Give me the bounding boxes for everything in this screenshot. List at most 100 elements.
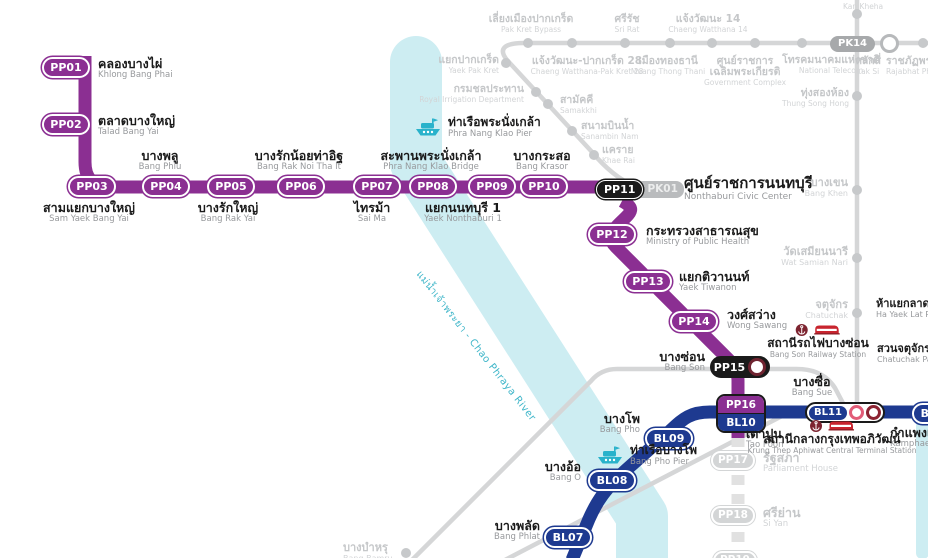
station-name-th: แยกติวานนท์ <box>679 269 750 284</box>
station-badge-pp13[interactable]: PP13 <box>624 271 672 292</box>
station-badge-pp10[interactable]: PP10 <box>520 176 568 197</box>
badge-code: PK14 <box>830 35 875 52</box>
station-name-th: ศูนย์ราชการ <box>716 55 774 67</box>
station-name-en: Yaek Tiwanon <box>679 283 737 294</box>
station-name-th: กรมชลประทาน <box>453 83 524 95</box>
badge-code: PP15 <box>713 360 746 374</box>
station-name-th: หลักสี่ <box>854 55 882 67</box>
station-name-en: Kamphaeng Phet <box>890 439 928 450</box>
interchange-ring-icon <box>748 358 766 376</box>
pier-name-en: Bang Pho Pier <box>630 457 689 468</box>
station-badge-pp02[interactable]: PP02 <box>42 114 90 135</box>
future-station-dots <box>401 9 928 558</box>
station-label-bang-bamru: บางบำหรุBang Bamru <box>343 542 393 558</box>
station-label-lak-si: หลักสี่Lak Si <box>854 55 882 76</box>
station-name-en: Bang Rak Yai <box>200 214 256 225</box>
station-name-en: Royal Irrigation Department <box>419 95 524 105</box>
station-badge-pk14[interactable]: PK14 <box>830 34 899 53</box>
station-badge-bl12[interactable]: BL12 <box>912 403 928 424</box>
station-name-th: ตลาดบางใหญ่ <box>98 113 175 128</box>
badge-code: PP04 <box>150 180 182 193</box>
badge-code: PP10 <box>528 180 560 193</box>
station-badge-pp17[interactable]: PP17 <box>711 451 755 470</box>
station-badge-pp04[interactable]: PP04 <box>142 176 190 197</box>
station-dot <box>531 87 541 97</box>
station-badge-pp18[interactable]: PP18 <box>711 506 755 525</box>
station-label-bang-rak-yai: บางรักใหญ่Bang Rak Yai <box>198 201 258 224</box>
station-name-th: ศูนย์ราชการนนทบุรี <box>684 174 813 192</box>
station-name-th: บางโพ <box>603 411 640 426</box>
station-label-wat-samian-nari: วัดเสมียนนารีWat Samian Nari <box>781 246 848 267</box>
station-label-khlong-bang-phai: คลองบางไผ่Khlong Bang Phai <box>98 57 173 80</box>
station-name-th: บางพลัด <box>494 518 540 533</box>
station-label-rajabhat-phranakhon: ราชภัฏพระนครRajabhat Phranakhon <box>886 55 928 77</box>
station-badge-pp12[interactable]: PP12 <box>588 224 636 245</box>
interchange-ring-icon <box>865 405 881 420</box>
station-name-en: Bang Phlu <box>138 162 182 173</box>
station-badge-pp14[interactable]: PP14 <box>670 311 718 332</box>
station-name-th: จตุจักร <box>815 298 848 311</box>
station-label-kan-kheha: Kan Kheha <box>843 2 883 11</box>
badge-code: PP02 <box>50 118 82 131</box>
station-name-en: Rajabhat Phranakhon <box>886 67 928 77</box>
station-badge-pp06[interactable]: PP06 <box>277 176 325 197</box>
station-badge-pp03[interactable]: PP03 <box>68 176 116 197</box>
station-label-national-telecom: โทรคมนาคมแห่งชาติNational Telecom <box>782 54 880 75</box>
station-name-th: ห้าแยกลาดพร้าว <box>876 297 928 310</box>
station-label-bang-phlu: บางพลูBang Phlu <box>139 149 182 172</box>
station-name-th: สามัคคี <box>560 94 594 106</box>
station-name-en: Bang Khen <box>804 188 848 198</box>
station-name-th: บางพลู <box>141 148 179 163</box>
station-name-en: Yaek Nonthaburi 1 <box>424 214 502 225</box>
station-badge-pp01[interactable]: PP01 <box>42 57 90 78</box>
pier-name-en: Phra Nang Klao Pier <box>448 129 533 140</box>
srt-icons <box>748 418 917 433</box>
srt-icons <box>767 322 869 337</box>
interchange-ring-icon <box>880 34 899 53</box>
station-name-th: บางเขน <box>810 176 848 189</box>
station-name-th: บางบำหรุ <box>343 541 388 554</box>
station-name-en: Bang Son <box>664 363 705 374</box>
station-name-th: บางซ่อน <box>659 349 705 364</box>
station-dot <box>401 548 411 558</box>
station-name-th: บางรักใหญ่ <box>197 200 259 215</box>
station-name-th: เลี่ยงเมืองปากเกร็ด <box>488 13 574 25</box>
station-name-en: Wat Samian Nari <box>781 257 848 267</box>
station-label-samakkhi: สามัคคีSamakkhi <box>560 94 597 116</box>
station-name-en: Samakkhi <box>560 106 597 116</box>
station-badge-pp09[interactable]: PP09 <box>468 176 516 197</box>
station-badge-pp05[interactable]: PP05 <box>207 176 255 197</box>
station-badge-pp15[interactable]: PP15 <box>710 356 770 378</box>
station-label-talad-bang-yai: ตลาดบางใหญ่Talad Bang Yai <box>98 114 175 137</box>
ferry-icon <box>416 118 440 136</box>
stack-badge-bottom: BL10 <box>718 413 764 431</box>
srt-light-red-line <box>410 366 846 558</box>
station-badge-bl07[interactable]: BL07 <box>544 527 592 548</box>
station-badge-pp08[interactable]: PP08 <box>409 176 457 197</box>
station-label-muang-thong-thani: เมืองทองธานีMuang Thong Thani <box>631 55 705 76</box>
station-name-en: Chaeng Watthana-Pak Kret 28 <box>530 67 644 77</box>
station-name-en: Tao Poon <box>746 440 784 451</box>
station-label-ha-yaek-lat-phrao: ห้าแยกลาดพร้าวHa Yaek Lat Phrao <box>876 298 928 319</box>
station-name-th: บางอ้อ <box>544 459 581 474</box>
station-dot <box>707 38 717 48</box>
station-badge-pp19[interactable]: PP19 <box>713 551 757 558</box>
station-badge-bl09[interactable]: BL09 <box>645 428 693 449</box>
station-badge-bl08[interactable]: BL08 <box>588 470 636 491</box>
badge-code: PP14 <box>678 315 710 328</box>
station-dot <box>523 38 533 48</box>
station-badge-pp07[interactable]: PP07 <box>353 176 401 197</box>
station-name-th: แคราย <box>602 144 634 156</box>
station-dot <box>589 150 599 160</box>
station-name-en: Ha Yaek Lat Phrao <box>876 309 928 319</box>
station-name-en: Pak Kret Bypass <box>500 25 562 35</box>
